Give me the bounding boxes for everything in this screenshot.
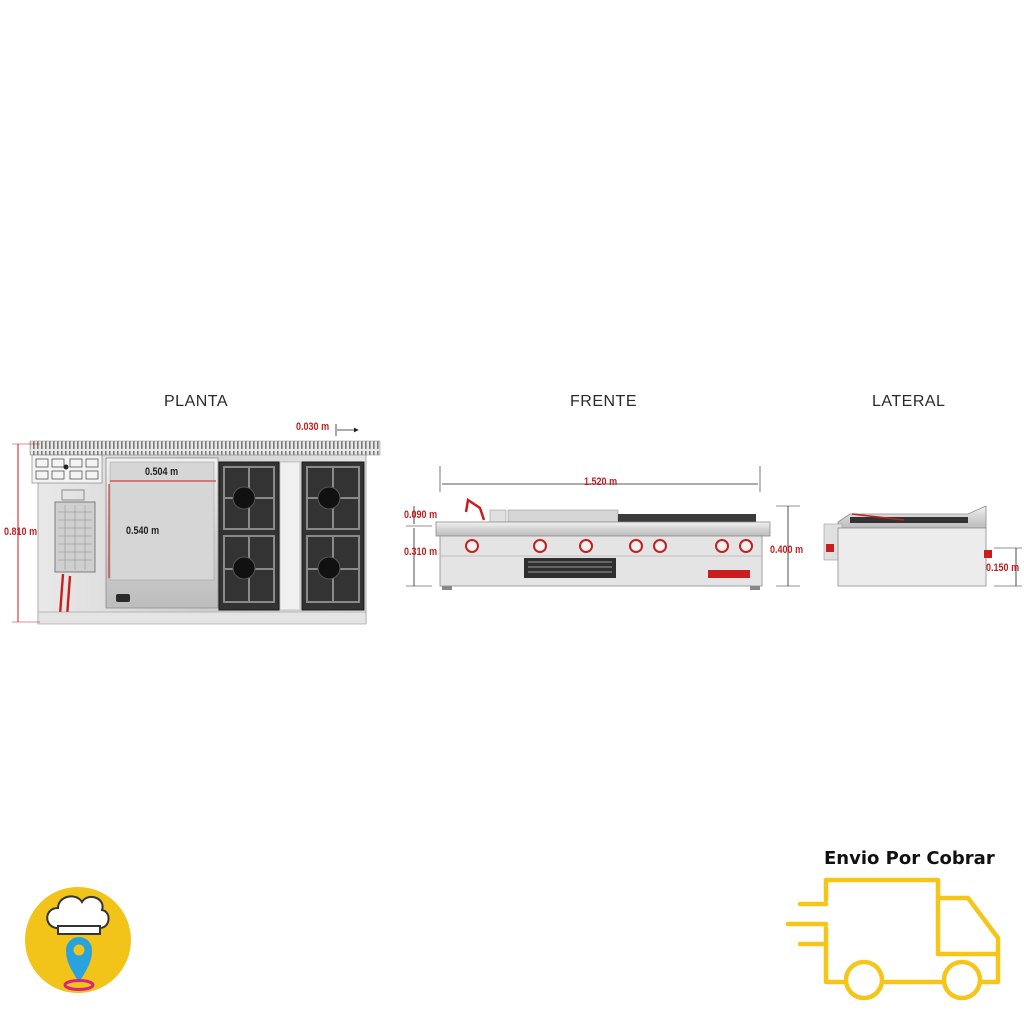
dim-plan-griddle-width: 0.504 m bbox=[145, 466, 179, 478]
dim-front-width: 1.520 m bbox=[584, 476, 618, 488]
dim-front-backsplash: 0.090 m bbox=[404, 509, 438, 521]
plan-view-title: PLANTA bbox=[164, 393, 229, 410]
front-view-title: FRENTE bbox=[570, 393, 637, 410]
side-view bbox=[823, 505, 1022, 587]
side-view-title: LATERAL bbox=[872, 393, 946, 410]
dim-plan-griddle-depth: 0.540 m bbox=[126, 525, 160, 537]
dim-plan-top-width: 0.030 m bbox=[296, 421, 330, 433]
delivery-truck-icon bbox=[785, 877, 1001, 1001]
plan-view bbox=[12, 424, 381, 625]
dim-plan-depth: 0.810 m bbox=[4, 526, 38, 538]
dim-front-body-height: 0.310 m bbox=[404, 546, 438, 558]
front-view bbox=[406, 466, 800, 590]
dim-front-total-height: 0.400 m bbox=[770, 544, 804, 556]
shipping-label: Envio Por Cobrar bbox=[824, 848, 995, 869]
chef-hat-location-logo-icon bbox=[25, 887, 131, 993]
dim-side-leg-height: 0.150 m bbox=[986, 562, 1020, 574]
